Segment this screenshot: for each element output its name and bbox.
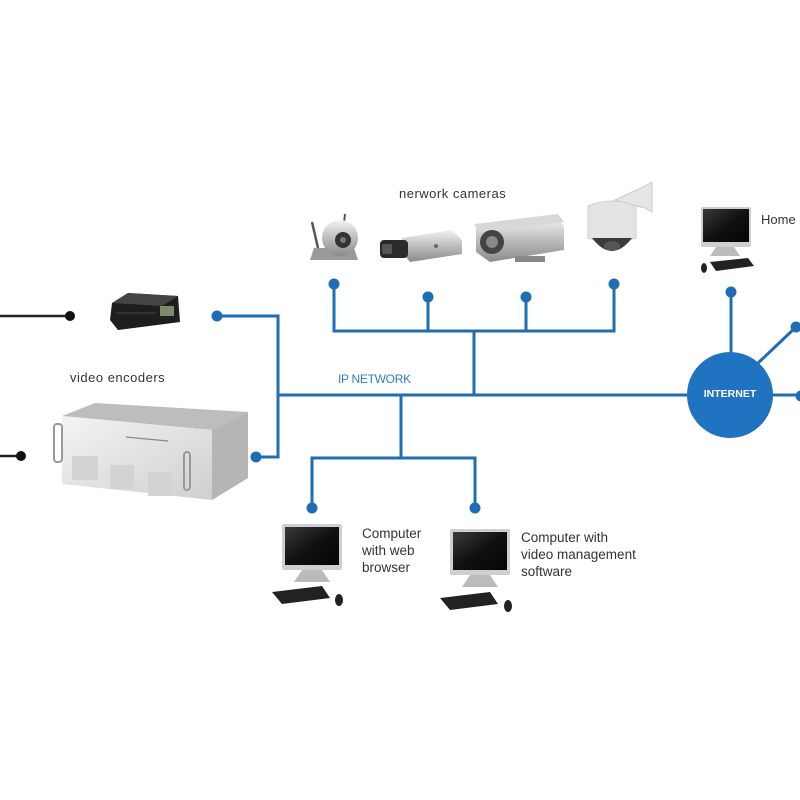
internet-label: INTERNET: [703, 388, 757, 400]
home-computer-icon: [701, 207, 754, 273]
computer-comb: [310, 456, 477, 508]
analog-dot-top: [65, 311, 75, 321]
dot-computer-1: [306, 502, 318, 514]
home-label: Home: [761, 212, 796, 227]
computer-vms-label: Computer with video management software: [521, 530, 636, 579]
dot-internet-right: [795, 390, 800, 402]
analog-links: [0, 314, 70, 458]
dot-camera-1: [328, 278, 340, 290]
ip-network-label: IP NETWORK: [338, 372, 411, 386]
box-camera-icon: [380, 230, 462, 262]
dot-encoder-rack: [250, 451, 262, 463]
connection-dots: [211, 278, 800, 514]
wifi-camera-icon: [310, 213, 358, 260]
camera-comb: [332, 284, 616, 333]
bullet-camera-icon: [474, 214, 564, 262]
internet-diag-link: [755, 325, 798, 366]
dot-internet-upper-right: [790, 321, 800, 333]
computer-vms-icon: [440, 529, 512, 612]
dot-computer-2: [469, 502, 481, 514]
computer-web-label: Computer with web browser: [362, 526, 422, 575]
analog-dot-bottom: [16, 451, 26, 461]
internet-node: [687, 352, 773, 438]
dot-camera-3: [520, 291, 532, 303]
network-cameras-label: nerwork cameras: [399, 186, 507, 201]
dot-camera-2: [422, 291, 434, 303]
rack-encoder-icon: [53, 403, 248, 500]
dot-camera-4: [608, 278, 620, 290]
dot-home: [725, 286, 737, 298]
video-encoders-label: video encoders: [70, 370, 166, 385]
standalone-encoder-icon: [110, 293, 180, 330]
dot-encoder-top: [211, 310, 223, 322]
encoder-top-link: [217, 314, 280, 459]
computer-web-icon: [272, 524, 343, 606]
dome-camera-icon: [587, 181, 653, 251]
